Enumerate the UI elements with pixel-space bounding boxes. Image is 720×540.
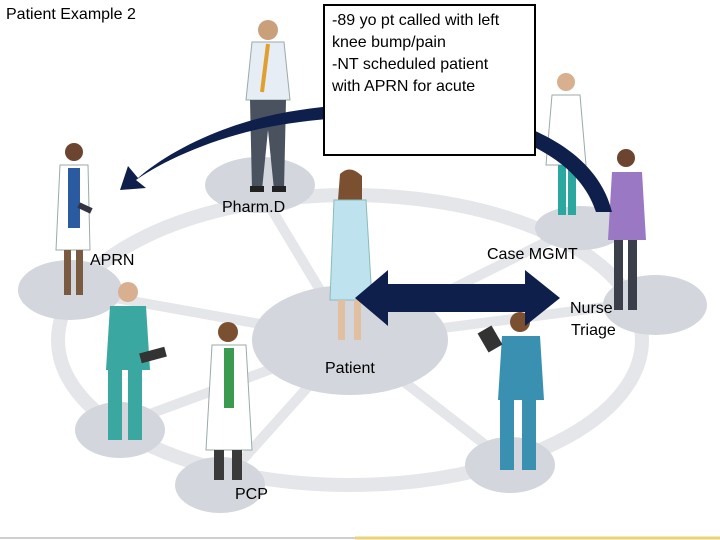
note-line: knee bump/pain xyxy=(332,34,446,51)
curved-arrow xyxy=(120,103,612,212)
patient-figure xyxy=(329,169,373,340)
double-arrow xyxy=(355,270,560,326)
label-case-mgmt: Case MGMT xyxy=(487,246,578,263)
label-triage: Triage xyxy=(571,322,616,339)
aprn-figure xyxy=(55,143,93,295)
note-line: -NT scheduled patient xyxy=(332,56,489,73)
label-pharmd: Pharm.D xyxy=(222,199,286,216)
label-patient: Patient xyxy=(325,360,375,377)
note-line: -89 yo pt called with left xyxy=(332,12,500,29)
label-nurse: Nurse xyxy=(570,300,613,317)
case-mgmt-figure xyxy=(608,149,646,310)
label-aprn: APRN xyxy=(90,252,135,269)
aprn-nurse-figure xyxy=(106,282,167,440)
case-note-box: -89 yo pt called with left knee bump/pai… xyxy=(323,4,536,156)
note-line: with APRN for acute xyxy=(332,78,476,95)
slide-title: Patient Example 2 xyxy=(6,6,136,23)
pcp-figure xyxy=(205,322,253,480)
label-pcp: PCP xyxy=(235,486,268,503)
nurse-triage-figure xyxy=(477,312,544,470)
